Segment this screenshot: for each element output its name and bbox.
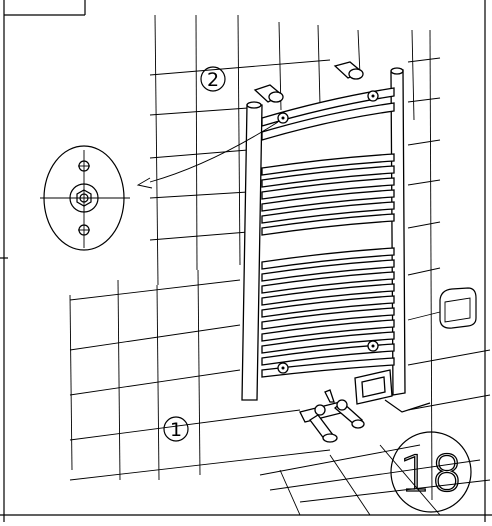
wall-tile-grid	[69, 14, 491, 516]
wall-socket	[439, 287, 477, 329]
callout-step-two: 2	[200, 66, 226, 92]
radiator-tubes	[261, 87, 395, 378]
page-number-badge: 18	[390, 431, 472, 513]
towel-radiator	[241, 61, 406, 401]
callout-step-two-label: 2	[207, 69, 219, 91]
mounting-points	[277, 90, 379, 374]
callout-step-one: 1	[163, 416, 189, 442]
bracket-detail	[40, 145, 130, 251]
detail-leader-arrow	[136, 121, 279, 189]
radiator-valves	[299, 369, 431, 443]
page-number: 18	[399, 445, 463, 503]
callout-step-one-label: 1	[170, 419, 182, 441]
wall-brackets	[253, 61, 364, 103]
